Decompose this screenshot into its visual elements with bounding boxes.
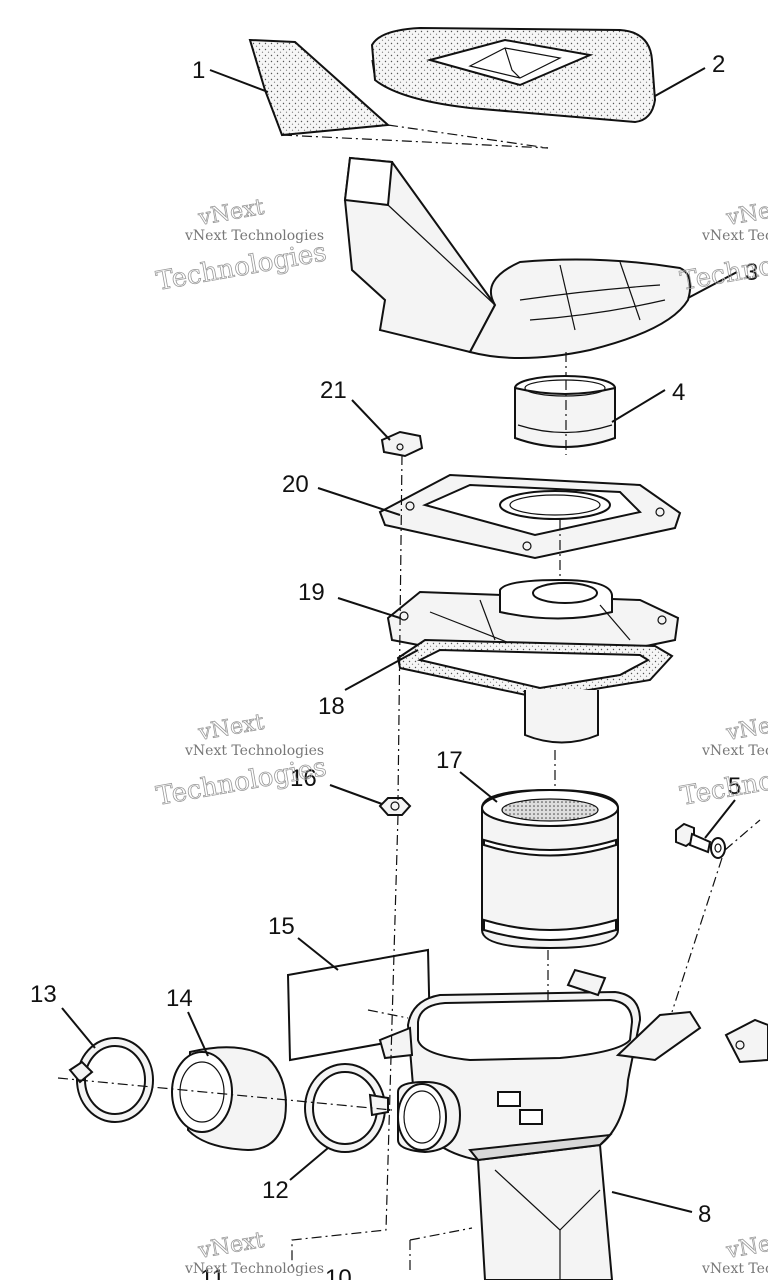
centerlines <box>57 380 567 1270</box>
part-17-filter-element <box>481 788 619 950</box>
watermark-line-technologies: Technologies <box>678 237 768 296</box>
callout-19: 19 <box>298 579 325 606</box>
callout-12: 12 <box>262 1177 289 1204</box>
watermark-line-technologies: Technologies <box>678 752 768 811</box>
filter-outlet-tube <box>524 690 599 744</box>
part-20-cover-plate <box>378 473 682 560</box>
part-18-gasket <box>396 638 674 700</box>
watermark-line-technologies: Technologies <box>154 237 329 296</box>
watermark-line-vnext-technologies: vNext Technologies <box>184 743 324 759</box>
watermark-line-vnext: vNext <box>724 195 768 231</box>
watermark-top-left: vNext vNext Technologies Technologies <box>154 194 329 297</box>
part-1-foam-pad <box>248 38 549 149</box>
callout-10: 10 <box>325 1265 352 1280</box>
callout-20: 20 <box>282 471 309 498</box>
part-14-hose <box>171 1046 287 1152</box>
watermark-top-right: vNext vNext Technologies Technologies <box>678 194 768 297</box>
callout-11: 11 <box>200 1265 225 1280</box>
callout-4: 4 <box>672 379 685 406</box>
part-5-bolt-washer <box>671 819 761 1013</box>
watermark-line-vnext: vNext <box>724 710 768 746</box>
callout-3: 3 <box>745 259 758 286</box>
part-2-foam-frame <box>370 26 657 124</box>
watermark-middle-right: vNext vNext Technologies Technologies <box>678 709 768 812</box>
callout-17: 17 <box>436 747 463 774</box>
part-12-clamp <box>304 1063 389 1153</box>
watermark-middle-left: vNext vNext Technologies Technologies <box>154 709 329 812</box>
watermark-line-technologies: Technologies <box>154 752 329 811</box>
watermark-line-vnext: vNext <box>724 1228 768 1264</box>
callout-21: 21 <box>320 377 347 404</box>
part-21-clip <box>380 430 424 458</box>
watermark-bottom-left: vNext vNext Technologies <box>184 1227 324 1277</box>
watermark-line-vnext: vNext <box>196 195 266 231</box>
callout-14: 14 <box>166 985 193 1012</box>
watermark-line-vnext: vNext <box>196 710 266 746</box>
callout-18: 18 <box>318 693 345 720</box>
callout-numbers: 1 2 3 4 21 20 19 18 17 16 5 15 13 14 12 … <box>30 51 758 1280</box>
callout-2: 2 <box>712 51 725 78</box>
part-4-coupler <box>514 375 616 448</box>
watermark-line-vnext-technologies: vNext Technologies <box>701 228 768 244</box>
callout-1: 1 <box>192 57 205 84</box>
callout-16: 16 <box>290 765 317 792</box>
callout-13: 13 <box>30 981 57 1008</box>
callout-5: 5 <box>728 773 741 800</box>
watermark-bottom-right: vNext vNext Technologies <box>701 1227 768 1277</box>
callout-8: 8 <box>698 1201 711 1228</box>
watermark-line-vnext-technologies: vNext Technologies <box>184 228 324 244</box>
part-13-clamp <box>68 1037 154 1123</box>
watermark-line-vnext: vNext <box>196 1228 266 1264</box>
leader-lines <box>61 67 738 1213</box>
part-3-intake-silencer <box>343 156 692 380</box>
watermark-line-vnext-technologies: vNext Technologies <box>701 1261 768 1277</box>
part-16-nut <box>378 797 412 816</box>
part-8-airbox-housing <box>378 968 768 1280</box>
callout-15: 15 <box>268 913 295 940</box>
watermark-line-vnext-technologies: vNext Technologies <box>701 743 768 759</box>
watermark-line-vnext-technologies: vNext Technologies <box>184 1261 324 1277</box>
